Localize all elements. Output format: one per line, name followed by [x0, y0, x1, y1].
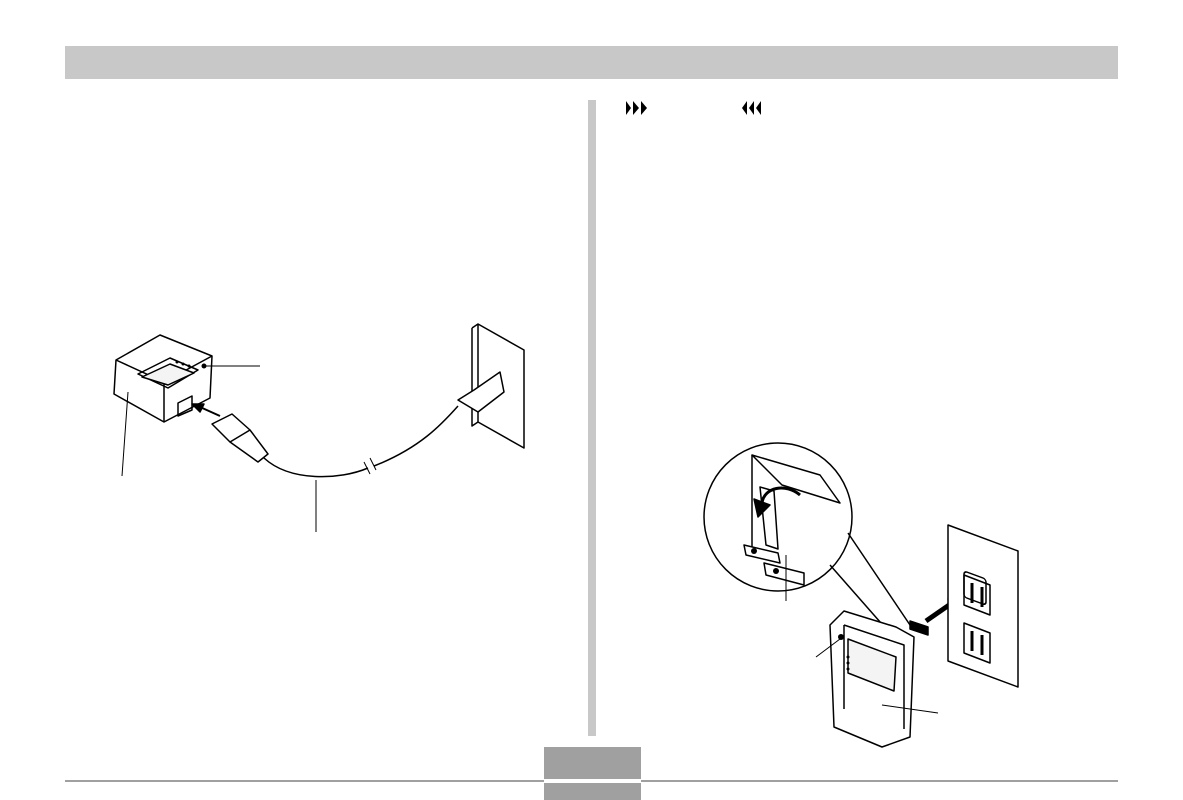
triple-arrow-right-icon [625, 100, 651, 116]
charger-with-fold-out-plug-icon [703, 442, 1019, 748]
triple-arrow-left-icon [740, 100, 766, 116]
charger-with-ac-power-cord-icon [113, 323, 525, 532]
page-number-tab [544, 747, 641, 800]
header-bar [65, 46, 1118, 79]
column-divider [588, 100, 596, 736]
page-tab-divider [544, 779, 641, 783]
